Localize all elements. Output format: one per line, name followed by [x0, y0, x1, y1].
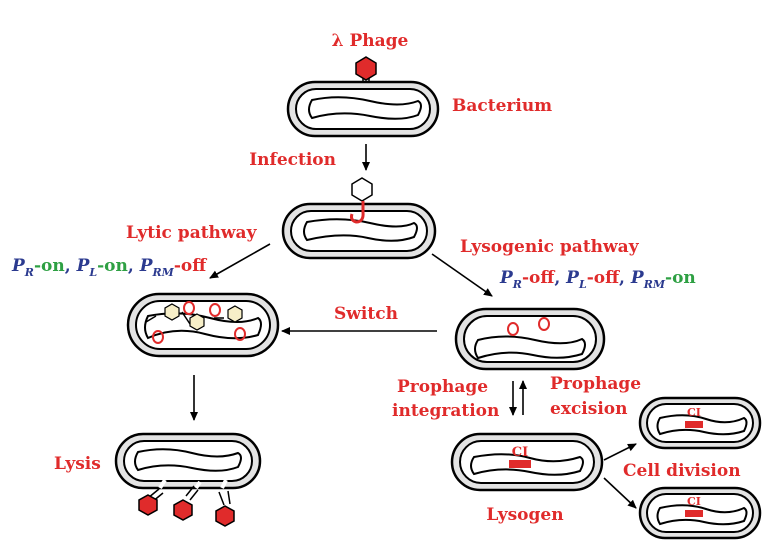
- daughter-lysogen-cell: CI: [638, 486, 762, 540]
- lysogenic-promoter-states: PR-off, PL-off, PRM-on: [499, 268, 696, 291]
- phage-dna-circle: [507, 322, 519, 336]
- bacterium-label: Bacterium: [452, 96, 552, 116]
- promoter-subscript: R: [512, 278, 522, 291]
- promoter-letter: P: [630, 268, 645, 288]
- promoter-separator: ,: [65, 256, 77, 276]
- lysogen-label: Lysogen: [486, 505, 563, 525]
- lysogenic-cell: [454, 307, 606, 371]
- phage-dna-circle: [538, 317, 550, 331]
- prophage-excision-label-line2: excision: [550, 399, 628, 419]
- lysis-label: Lysis: [54, 454, 101, 474]
- lambda-phage-label: λ Phage: [332, 31, 409, 51]
- promoter-state: -on: [34, 256, 65, 276]
- promoter-letter: P: [11, 256, 26, 276]
- released-phage-icon: [173, 485, 199, 521]
- promoter-subscript: RM: [643, 278, 666, 291]
- promoter-letter: P: [565, 268, 580, 288]
- promoter-separator: ,: [128, 256, 140, 276]
- promoter-state: -off: [587, 268, 620, 288]
- promoter-letter: P: [76, 256, 91, 276]
- prophage-integration-label-line1: Prophage: [397, 377, 488, 397]
- promoter-separator: ,: [554, 268, 566, 288]
- promoter-state: -off: [174, 256, 207, 276]
- cell-division-arrow-up: [603, 443, 637, 461]
- cell-division-arrow-down: [603, 477, 637, 509]
- released-phage-icon: [215, 490, 235, 527]
- promoter-state: -on: [665, 268, 696, 288]
- promoter-subscript: L: [578, 278, 587, 291]
- switch-label: Switch: [334, 304, 398, 324]
- assembling-phage-heads: [145, 303, 243, 331]
- lytic-pathway-label: Lytic pathway: [126, 223, 258, 243]
- released-phage-icon: [138, 488, 164, 516]
- prophage-ci-segment: [685, 421, 703, 428]
- promoter-subscript: RM: [152, 266, 175, 279]
- released-phages: [138, 485, 235, 527]
- promoter-separator: ,: [619, 268, 631, 288]
- cell-division-label: Cell division: [623, 461, 741, 481]
- lysing-cell: [114, 432, 262, 490]
- promoter-state: -on: [97, 256, 128, 276]
- infected-cell: [281, 202, 437, 260]
- promoter-letter: P: [499, 268, 514, 288]
- lysogen-cell: CI: [450, 432, 604, 492]
- promoter-state: -off: [522, 268, 555, 288]
- lysogenic-pathway-label: Lysogenic pathway: [460, 237, 640, 257]
- infection-label: Infection: [249, 150, 336, 170]
- lytic-cell: [126, 292, 280, 358]
- lytic-promoter-states: PR-on, PL-on, PRM-off: [11, 256, 207, 279]
- prophage-ci-segment: [685, 510, 703, 517]
- ci-label: CI: [687, 406, 701, 419]
- ci-label: CI: [687, 495, 701, 508]
- promoter-subscript: L: [88, 266, 97, 279]
- lytic-pathway-arrow: [209, 243, 271, 279]
- prophage-ci-segment: [509, 460, 531, 468]
- bacterium-cell: [286, 80, 440, 138]
- daughter-lysogen-cell: CI: [638, 396, 762, 450]
- replicating-phage-dna: [152, 301, 246, 344]
- promoter-subscript: R: [24, 266, 34, 279]
- prophage-excision-label-line1: Prophage: [550, 374, 641, 394]
- prophage-integration-label-line2: integration: [392, 401, 499, 421]
- injecting-phage-icon: [350, 177, 373, 224]
- ci-label: CI: [512, 445, 528, 460]
- lysogenic-pathway-arrow: [431, 253, 493, 297]
- promoter-letter: P: [139, 256, 154, 276]
